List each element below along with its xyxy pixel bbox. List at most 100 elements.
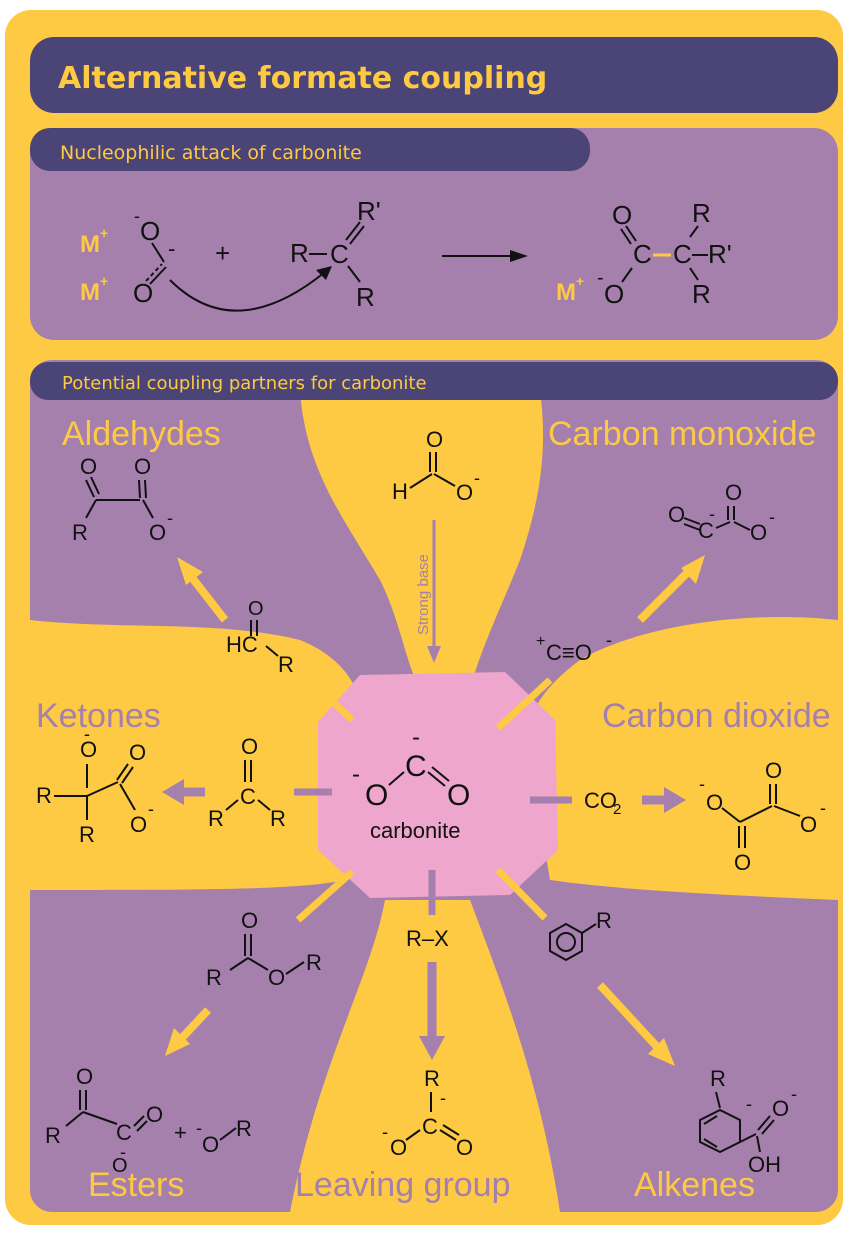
yellow-channel-bottom xyxy=(290,900,560,1212)
coupling-panel-header: Potential coupling partners for carbonit… xyxy=(62,373,427,394)
est-reagent-o: O xyxy=(241,908,258,933)
coupling-panel-header-bar xyxy=(30,362,838,400)
product-bond-down xyxy=(689,267,699,281)
carbonite-o-left: O xyxy=(365,779,388,812)
attack-arrowhead xyxy=(316,266,332,280)
carbonite-attack-reaction: M + M + O - O - + R C R' R O C C R' R xyxy=(80,196,732,312)
ester-reaction: O R O R O R C - O O + - O R xyxy=(45,869,355,1177)
ald-prod-o2: O xyxy=(134,454,151,479)
est-prod-dco2 xyxy=(136,1120,148,1132)
product-co-double-1 xyxy=(620,228,632,245)
carbonite-double-2 xyxy=(431,766,450,782)
formate-o-bond xyxy=(433,473,456,487)
reaction-arrowhead xyxy=(510,250,528,262)
benzene-r: R xyxy=(596,908,612,933)
oxygen-top-charge: - xyxy=(134,206,140,226)
est-reagent-br xyxy=(247,957,269,971)
carbonite-bond-top xyxy=(151,242,165,263)
est-prod-br xyxy=(65,1111,84,1127)
ald-reagent-hc: HC xyxy=(226,632,258,657)
alkene-bond-down xyxy=(347,265,361,283)
est-alkoxide-o: O xyxy=(202,1132,219,1157)
co2-prod-o-right-charge: - xyxy=(820,798,826,818)
lg-prod-r: R xyxy=(424,1066,440,1091)
carbonite-name: carbonite xyxy=(370,818,461,843)
lg-prod-c-charge: - xyxy=(440,1088,446,1108)
alk-prod-ring-d2 xyxy=(703,1138,718,1148)
product-oxygen-top: O xyxy=(612,200,632,230)
ald-prod-r-bond xyxy=(85,499,97,519)
lg-prod-o-right: O xyxy=(456,1135,473,1160)
oxygen-bottom: O xyxy=(133,278,153,308)
product-r-bottom: R xyxy=(692,279,711,309)
lg-prod-o-charge: - xyxy=(382,1122,388,1142)
co2-prod-bond-3 xyxy=(773,805,801,817)
ald-prod-o1: O xyxy=(80,454,97,479)
alk-arrow-yellow xyxy=(597,982,663,1053)
product-co-double-2 xyxy=(625,225,637,242)
ket-reagent-bond-r xyxy=(257,799,271,811)
carbonite-bond-left xyxy=(388,771,405,786)
est-prod-o-top: O xyxy=(76,1064,93,1089)
product-r-prime: R' xyxy=(708,239,732,269)
alkene-connector xyxy=(495,867,548,921)
product-oxygen-bottom: O xyxy=(604,279,624,309)
alkene-double-1 xyxy=(345,221,361,241)
carbon-charge: - xyxy=(168,236,175,261)
est-arrowhead xyxy=(165,1028,190,1056)
carbonite-o-right: O xyxy=(447,779,470,812)
co-prod-o-left: O xyxy=(668,502,685,527)
yellow-channel-right xyxy=(527,616,838,900)
metal-plus-bottom: + xyxy=(100,273,108,289)
reaction-panel-header: Nucleophilic attack of carbonite xyxy=(60,142,362,164)
est-prod-r: R xyxy=(45,1123,61,1148)
leaving-group-reaction: R–X R - C O - O xyxy=(382,870,473,1160)
lg-prod-d2 xyxy=(442,1124,460,1136)
alk-prod-cb xyxy=(739,1133,757,1143)
label-leaving-group: Leaving group xyxy=(295,1166,511,1204)
formate-o-right: O xyxy=(456,480,473,505)
alkene-double-2 xyxy=(349,225,365,245)
lg-prod-c: C xyxy=(422,1114,438,1139)
est-alkoxide-bond xyxy=(219,1127,237,1141)
product-carbon-1: C xyxy=(633,239,652,269)
est-reagent-bo xyxy=(285,961,305,975)
est-prod-o-right: O xyxy=(146,1102,163,1127)
label-aldehydes: Aldehydes xyxy=(62,415,221,453)
formate-h-bond xyxy=(409,473,433,489)
co2-prod-o-left-charge: - xyxy=(699,774,705,794)
alk-prod-ring xyxy=(699,1108,741,1154)
est-reagent-o2: O xyxy=(268,965,285,990)
ket-prod-d2 xyxy=(121,766,134,784)
ket-reagent-r-left: R xyxy=(208,806,224,831)
carbonite-carbon: C xyxy=(405,750,427,783)
est-prod-bc xyxy=(82,1111,118,1125)
co-prod-c-charge: - xyxy=(709,504,715,524)
ald-prod-r: R xyxy=(72,520,88,545)
alk-prod-oh: OH xyxy=(748,1152,781,1177)
formate-o-charge: - xyxy=(474,468,480,488)
co-connector xyxy=(495,677,553,731)
est-reagent-r2: R xyxy=(306,950,322,975)
co2-reagent-sub: 2 xyxy=(613,801,621,818)
co2-prod-bond-1 xyxy=(721,807,741,823)
lg-prod-bl xyxy=(405,1129,421,1141)
ket-prod-o-single: O xyxy=(130,812,147,837)
product-metal: M xyxy=(556,279,576,306)
benzene-inner xyxy=(556,932,576,952)
alk-prod-o-top: O xyxy=(772,1096,789,1121)
ket-arrowhead xyxy=(162,779,184,805)
ester-connector xyxy=(295,869,355,923)
product-bond-up xyxy=(689,225,699,238)
lg-arrowhead xyxy=(419,1036,445,1060)
est-alkoxide-r: R xyxy=(236,1116,252,1141)
carbonite-bond-bottom-dashed xyxy=(145,263,163,282)
formate-o-top: O xyxy=(426,427,443,452)
strong-base-label: Strong base xyxy=(415,554,432,635)
lg-prod-o-left: O xyxy=(390,1135,407,1160)
est-prod-dco1 xyxy=(133,1115,145,1127)
alk-prod-oh-bond xyxy=(756,1135,761,1153)
ald-reagent-o: O xyxy=(248,598,264,620)
